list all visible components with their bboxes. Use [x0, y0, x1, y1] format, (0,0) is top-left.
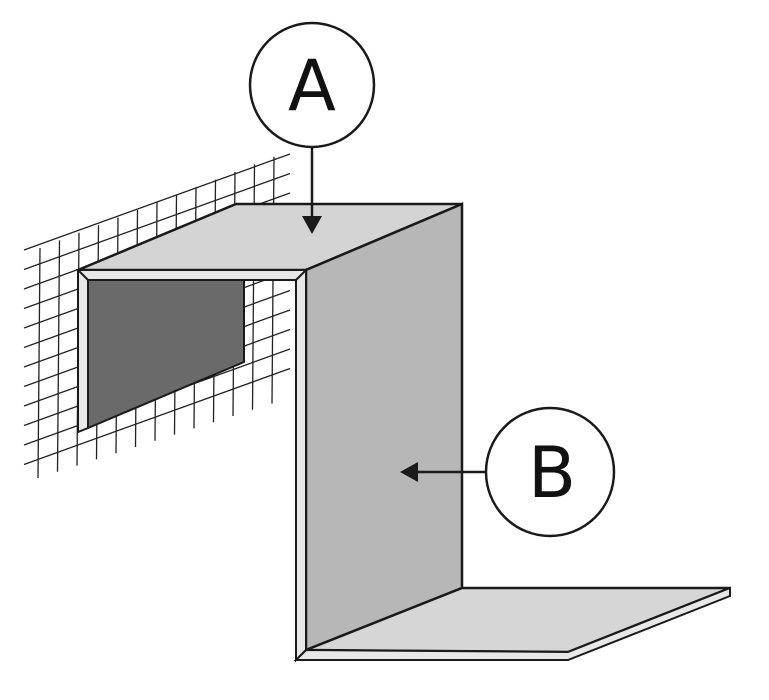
inner-panel [87, 279, 245, 430]
callout-a: A [248, 21, 376, 234]
mesh-wire-vertical [251, 164, 256, 410]
callout-a-arrowhead [302, 216, 322, 234]
left-return-edge [77, 269, 89, 434]
top-flange-edge [75, 269, 308, 281]
callout-a-label: A [288, 45, 336, 127]
mesh-wire-horizontal [23, 367, 291, 466]
mesh-wire-vertical [37, 247, 41, 479]
callout-b-label: B [528, 432, 576, 514]
callout-b: B [400, 406, 616, 538]
mesh-wire-horizontal [23, 153, 291, 251]
mesh-wire-vertical [56, 240, 61, 472]
vertical-panel-edge [295, 267, 307, 663]
mesh-wire-horizontal [23, 172, 291, 271]
bottom-flange-edge [293, 586, 731, 661]
callout-b-arrowhead [400, 462, 418, 482]
vertical-panel [304, 202, 464, 652]
